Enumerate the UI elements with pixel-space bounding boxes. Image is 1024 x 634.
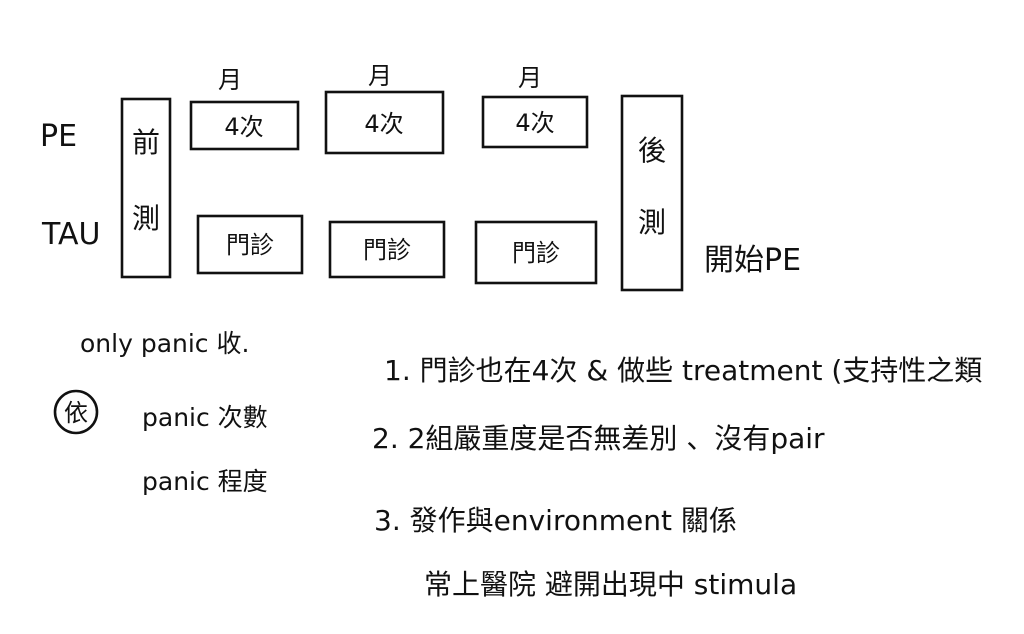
- tau-clinic-label-3: 門診: [512, 239, 560, 267]
- post-test-char-2: 測: [638, 206, 666, 239]
- pe-session-label-3: 4次: [515, 109, 554, 137]
- post-test-char-1: 後: [638, 134, 666, 167]
- pre-test-char-2: 測: [132, 202, 160, 235]
- tau-clinic-label-1: 門診: [226, 231, 274, 259]
- tau-clinic-label-2: 門診: [363, 236, 411, 264]
- post-test-box: [620, 94, 684, 292]
- pre-test-box: [120, 97, 172, 279]
- circled-char-ring: [53, 389, 99, 435]
- pe-session-box-2: [324, 90, 445, 155]
- only-panic-note: only panic 收.: [80, 329, 249, 358]
- circled-char: 依: [64, 399, 88, 427]
- tau-clinic-box-3: [474, 220, 598, 285]
- panic-severity-note: panic 程度: [142, 467, 268, 496]
- pe-row-label: PE: [40, 119, 77, 154]
- tau-row-label: TAU: [41, 217, 100, 252]
- month-label-3: 月: [518, 64, 542, 92]
- pe-session-label-1: 4次: [224, 113, 263, 141]
- panic-count-note: panic 次數: [142, 403, 268, 432]
- pe-session-box-3: [481, 95, 589, 149]
- month-label-1: 月: [218, 66, 242, 94]
- pre-test-char-1: 前: [132, 126, 160, 159]
- start-pe-label: 開始PE: [704, 243, 801, 278]
- list-item-3-line-2: 常上醫院 避開出現中 stimula: [424, 568, 797, 601]
- list-item-1: 1. 門診也在4次 & 做些 treatment (支持性之類: [384, 354, 982, 387]
- list-item-3-line-1: 3. 發作與environment 關係: [374, 504, 737, 537]
- tau-clinic-box-1: [196, 214, 304, 275]
- pe-session-label-2: 4次: [364, 110, 403, 138]
- list-item-2: 2. 2組嚴重度是否無差別 、沒有pair: [372, 422, 825, 455]
- tau-clinic-box-2: [328, 220, 446, 279]
- month-label-2: 月: [368, 62, 392, 90]
- pe-session-box-1: [189, 100, 300, 151]
